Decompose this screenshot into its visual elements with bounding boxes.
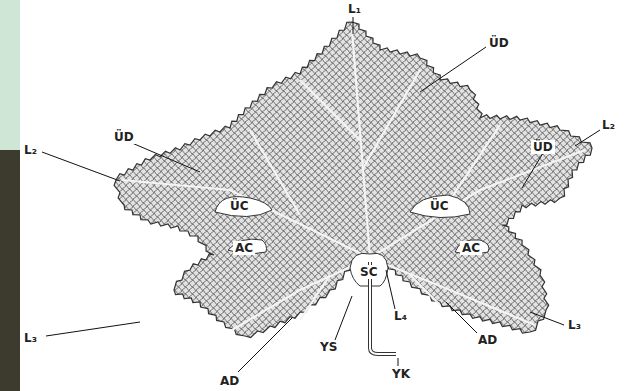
leader-lines (42, 17, 600, 372)
lobe-number: L₂ (22, 143, 39, 157)
vein-label: ÜD (487, 36, 511, 50)
sinus-label: AC (460, 241, 482, 255)
leaf-veins (122, 30, 585, 330)
leaf-blade (114, 22, 592, 338)
lobe-number: L₃ (22, 331, 39, 345)
lobe-number: L₄ (392, 309, 409, 323)
vein-label: ÜD (112, 130, 136, 144)
vein-label: AD (218, 374, 241, 388)
leaf-sinuses (215, 195, 489, 286)
petiole-label: YK (390, 367, 412, 381)
vein-label: ÜD (531, 140, 555, 154)
lobe-number: L₂ (600, 118, 617, 132)
sinus-label: SC (358, 265, 379, 279)
lobe-number: L₃ (566, 318, 583, 332)
paper-ground (20, 0, 627, 391)
photo-ground (0, 60, 20, 150)
sinus-label: AC (233, 241, 255, 255)
sinus-label: ÜC (428, 199, 451, 213)
petiole-label: YS (318, 340, 339, 354)
photo-ground (0, 150, 20, 391)
lobe-number: L₁ (346, 2, 363, 16)
vein-label: AD (476, 333, 499, 347)
sinus-label: ÜC (228, 199, 251, 213)
